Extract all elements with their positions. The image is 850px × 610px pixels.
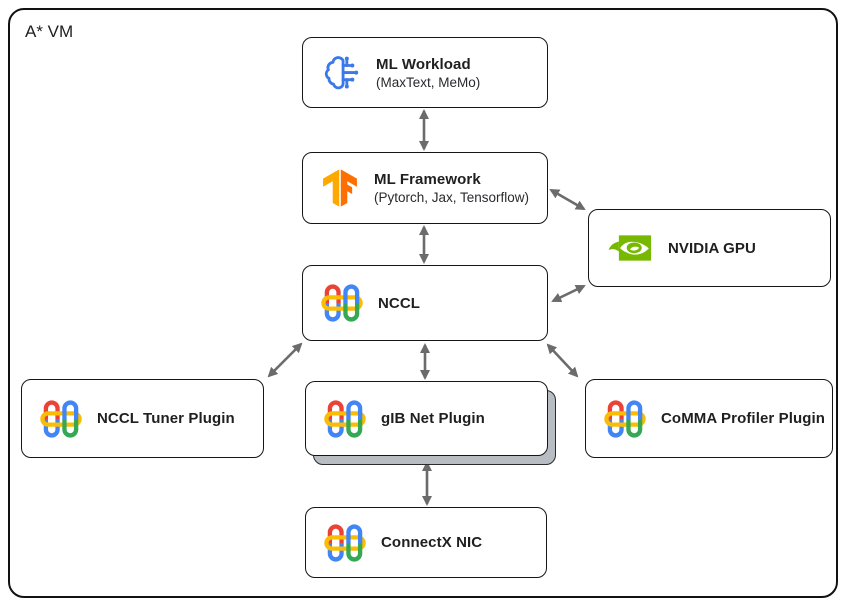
chain-links-icon xyxy=(324,524,366,562)
node-subtitle: (MaxText, MeMo) xyxy=(376,74,481,90)
chain-links-icon xyxy=(40,400,82,438)
nvidia-icon xyxy=(607,232,653,264)
arrow-framework-gpu xyxy=(549,188,586,211)
node-title: ML Framework xyxy=(374,171,481,188)
arrow-nccl-comma xyxy=(546,343,579,378)
node-subtitle: (Pytorch, Jax, Tensorflow) xyxy=(374,190,530,205)
chain-links-icon xyxy=(321,284,363,322)
brain-circuit-icon xyxy=(321,53,361,93)
node-title: NCCL xyxy=(378,294,421,312)
node-connectx-nic: ConnectX NIC xyxy=(305,507,547,578)
node-title: NCCL Tuner Plugin xyxy=(97,410,235,427)
vm-container-box: A* VM xyxy=(8,8,838,598)
arrow-nccl-gpu xyxy=(551,284,586,303)
tensorflow-icon xyxy=(321,169,359,207)
node-ml-workload: ML Workload (MaxText, MeMo) xyxy=(302,37,548,108)
node-ml-framework: ML Framework (Pytorch, Jax, Tensorflow) xyxy=(302,152,548,224)
node-title: ConnectX NIC xyxy=(381,534,483,551)
node-title: CoMMA Profiler Plugin xyxy=(661,410,826,427)
node-nccl-tuner-plugin: NCCL Tuner Plugin xyxy=(21,379,264,458)
arrow-nccl-tuner xyxy=(267,342,303,378)
chain-links-icon xyxy=(604,400,646,438)
node-title: gIB Net Plugin xyxy=(381,410,485,427)
node-comma-profiler-plugin: CoMMA Profiler Plugin xyxy=(585,379,833,458)
node-gib-net-plugin: gIB Net Plugin xyxy=(305,381,548,456)
node-nccl: NCCL xyxy=(302,265,548,341)
node-nvidia-gpu: NVIDIA GPU xyxy=(588,209,831,287)
chain-links-icon xyxy=(324,400,366,438)
node-title: NVIDIA GPU xyxy=(668,239,756,257)
node-title: ML Workload xyxy=(376,55,471,73)
vm-label: A* VM xyxy=(25,22,74,41)
